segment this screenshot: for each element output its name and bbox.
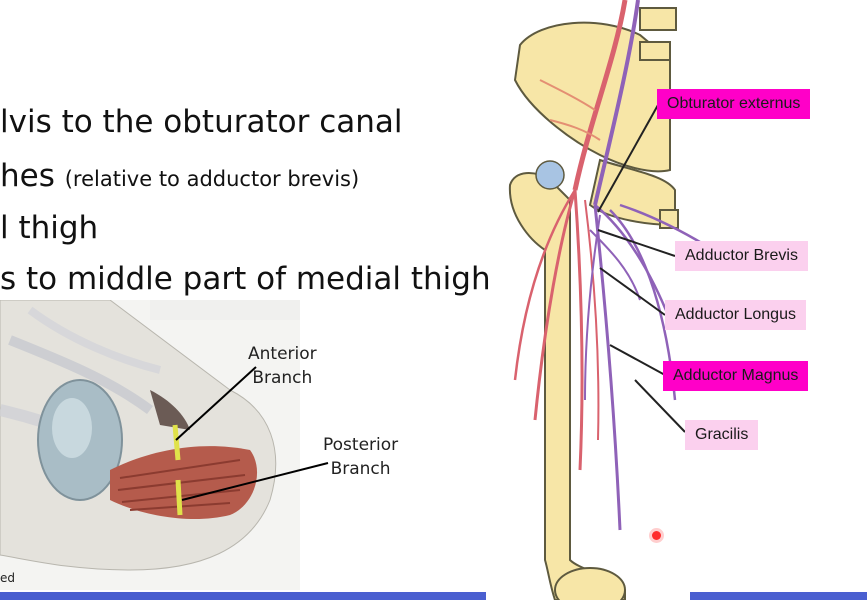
bullet-line-2-sub: (relative to adductor brevis) (64, 167, 360, 191)
adductor-longus-tag: Adductor Longus (665, 300, 806, 330)
gracilis-tag: Gracilis (685, 420, 759, 450)
anterior-branch-label: Anterior Branch (248, 342, 317, 390)
bullet-line-2: hes (relative to adductor brevis) (0, 158, 359, 194)
laser-pointer-icon (652, 531, 661, 540)
adductor-magnus-tag: Adductor Magnus (663, 361, 809, 391)
posterior-label-line1: Posterior (323, 435, 399, 455)
posterior-label-line2: Branch (330, 459, 391, 479)
hip-joint-illustration: Anterior Branch Posterior Branch (0, 299, 480, 590)
posterior-branch-label: Posterior Branch (323, 433, 398, 481)
bottom-bar-left (0, 592, 486, 600)
obturator-externus-tag: Obturator externus (657, 89, 811, 119)
adductor-brevis-tag: Adductor Brevis (675, 241, 808, 271)
anterior-label-line1: Anterior (248, 344, 317, 364)
obturator-nerve-illustration: Obturator externus Adductor Brevis Adduc… (490, 0, 867, 604)
pelvis-femur-drawing (508, 0, 706, 604)
bullet-line-2-main: hes (0, 158, 55, 194)
bottom-bar-right (690, 592, 867, 600)
bullet-line-4: s to middle part of medial thigh (0, 261, 491, 297)
bullet-line-3: l thigh (0, 210, 99, 246)
hip-joint-drawing (0, 299, 329, 590)
anterior-label-line2: Branch (252, 368, 313, 388)
copyright-fragment: ed (0, 571, 15, 585)
bullet-line-1: lvis to the obturator canal (0, 104, 403, 140)
